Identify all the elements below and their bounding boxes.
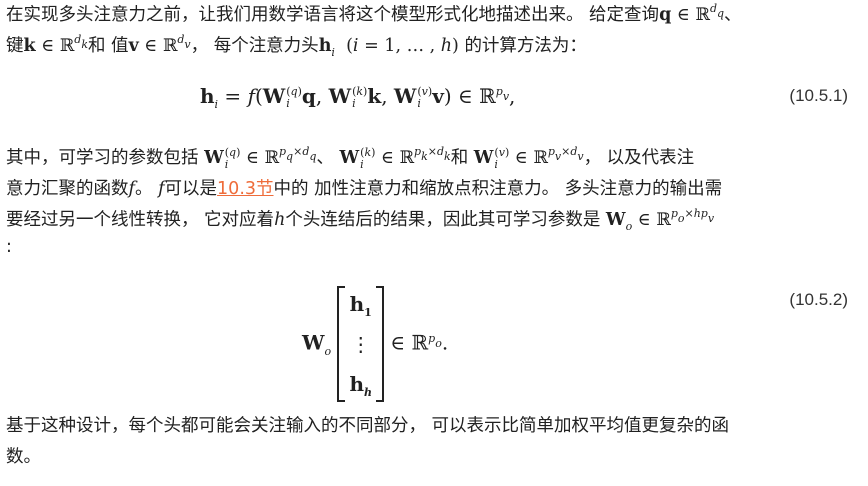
- section-10-3-link[interactable]: 10.3节: [217, 179, 274, 199]
- math-q: q: [659, 5, 672, 25]
- para2-line1: 其中，可学习的参数包括 W(q)i ∈ ℝpq×dq、 W(k)i ∈ ℝpk×…: [6, 145, 695, 171]
- para2-line4: :: [6, 237, 12, 257]
- para3-line2: 数。: [6, 447, 41, 467]
- para3-line1: 基于这种设计，每个头都可能会关注输入的不同部分， 可以表示比简单加权平均值更复杂…: [6, 416, 730, 436]
- math-k: k: [23, 36, 36, 56]
- para1-line1: 在实现多头注意力之前，让我们用数学语言将这个模型形式化地描述出来。 给定查询q …: [6, 2, 742, 25]
- equation-10-5-2: Wo h1 ⋮ hh ∈ ℝpo.: [302, 284, 448, 404]
- para1-line2: 键k ∈ ℝdk和 值v ∈ ℝdv， 每个注意力头hi (i = 1, … ,…: [6, 33, 587, 59]
- heads-matrix: h1 ⋮ hh: [337, 284, 384, 404]
- para2-line3: 要经过另一个线性转换， 它对应着h个头连结后的结果，因此其可学习参数是 Wo ∈…: [6, 207, 715, 233]
- math-v: v: [128, 36, 139, 56]
- para2-line2: 意力汇聚的函数f。 f可以是10.3节中的 加性注意力和缩放点积注意力。 多头注…: [6, 179, 723, 199]
- equation-number-2: (10.5.2): [789, 290, 848, 309]
- equation-number-1: (10.5.1): [789, 86, 848, 105]
